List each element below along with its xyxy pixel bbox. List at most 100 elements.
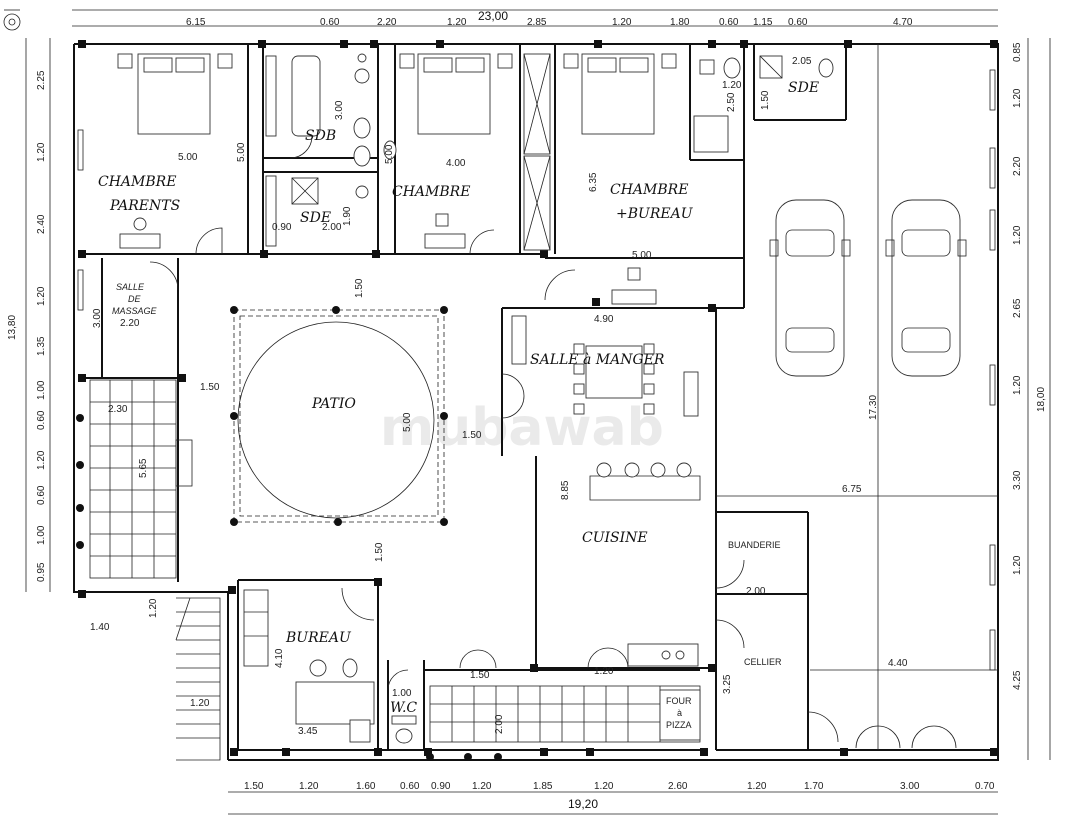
inner-dim: 5.65 [138, 458, 149, 478]
left-dim: 0.60 [36, 485, 47, 505]
bottom-dim: 1.85 [533, 781, 553, 792]
top-dim: 0.60 [788, 17, 808, 28]
top-dim: 1.80 [670, 17, 690, 28]
total-height-left: 13,80 [7, 315, 18, 340]
top-dim: 0.60 [719, 17, 739, 28]
right-dim: 1.20 [1012, 375, 1023, 395]
right-dim: 4.25 [1012, 670, 1023, 690]
room-label-chambre: CHAMBRE [392, 184, 470, 200]
inner-dim: 2.30 [108, 404, 128, 415]
inner-dim: 1.50 [470, 670, 490, 681]
room-label-bureau: BUREAU [285, 630, 352, 646]
watermark: mubawab [380, 398, 664, 458]
left-dim: 0.60 [36, 410, 47, 430]
room-label-sdb: SDB [305, 128, 336, 144]
bottom-dim: 1.70 [804, 781, 824, 792]
garage-lines [716, 44, 998, 750]
right-dim: 2.20 [1012, 156, 1023, 176]
inner-dim: 1.20 [722, 80, 742, 91]
right-dim: 1.20 [1012, 555, 1023, 575]
bed-chambre [399, 53, 513, 249]
outer-walls [73, 43, 999, 761]
bottom-dim: 0.70 [975, 781, 995, 792]
bottom-dim: 1.20 [594, 781, 614, 792]
inner-dim: 2.00 [322, 222, 342, 233]
room-label-patio: PATIO [311, 396, 356, 412]
top-dim: 1.15 [753, 17, 773, 28]
inner-dim: 4.10 [274, 648, 285, 668]
room-label-sde-right: SDE [788, 80, 819, 96]
inner-dim: 1.50 [760, 90, 771, 110]
inner-dim: 6.35 [588, 172, 599, 192]
top-dim: 0.60 [320, 17, 340, 28]
inner-dim: 2.00 [494, 714, 505, 734]
room-labels: CHAMBRE PARENTS SDB SDE CHAMBRE CHAMBRE … [98, 80, 819, 730]
inner-dim: 17.30 [868, 395, 879, 420]
room-label-buanderie: BUANDERIE [728, 540, 781, 550]
inner-dim: 0.90 [272, 222, 292, 233]
inner-dim: 6.75 [842, 484, 862, 495]
total-height-right: 18,00 [1036, 387, 1047, 412]
right-dim: 1.20 [1012, 88, 1023, 108]
inner-dim: 5.00 [632, 250, 652, 261]
tiled-corridor-left [89, 379, 193, 579]
room-label-salle-massage-3: MASSAGE [112, 306, 158, 316]
staircase [175, 597, 221, 761]
total-width-top: 23,00 [478, 9, 508, 23]
inner-dim: 4.90 [594, 314, 614, 325]
left-dim: 1.00 [36, 525, 47, 545]
inner-dim: 5.00 [236, 142, 247, 162]
north-compass-icon [3, 9, 21, 31]
structural-columns [76, 40, 998, 761]
inner-dim: 1.50 [374, 542, 385, 562]
right-dim: 3.30 [1012, 470, 1023, 490]
room-label-chambre-bureau-2: +BUREAU [616, 206, 694, 222]
room-label-chambre-parents: CHAMBRE [98, 174, 176, 190]
room-label-cellier: CELLIER [744, 657, 782, 667]
left-dim: 1.00 [36, 380, 47, 400]
bottom-dim: 1.20 [747, 781, 767, 792]
bottom-dim: 1.50 [244, 781, 264, 792]
inner-dim: 5.00 [178, 152, 198, 163]
room-label-sde-left: SDE [300, 210, 331, 226]
left-dim: 1.35 [36, 336, 47, 356]
inner-dim: 2.50 [726, 92, 737, 112]
inner-dim: 1.00 [392, 688, 412, 699]
room-label-chambre-parents-2: PARENTS [109, 198, 180, 214]
bottom-dim: 0.90 [431, 781, 451, 792]
inner-dim: 3.00 [334, 100, 345, 120]
room-label-salle-massage-2: DE [128, 294, 141, 304]
top-dim: 2.85 [527, 17, 547, 28]
bathroom-fixtures [265, 53, 834, 247]
top-dim: 2.20 [377, 17, 397, 28]
top-dim: 4.70 [893, 17, 913, 28]
inner-dim: 1.90 [342, 206, 353, 226]
inner-dim: 1.20 [148, 598, 159, 618]
right-dim: 0.85 [1012, 42, 1023, 62]
car-right [885, 199, 967, 377]
bottom-dim: 2.60 [668, 781, 688, 792]
bottom-dim: 3.00 [900, 781, 920, 792]
inner-dim: 3.00 [92, 308, 103, 328]
inner-dim: 3.25 [722, 674, 733, 694]
left-dim: 0.95 [36, 562, 47, 582]
total-width-bottom: 19,20 [568, 797, 598, 811]
inner-dim: 2.05 [792, 56, 812, 67]
inner-dim: 1.20 [190, 698, 210, 709]
inner-dim: 4.40 [888, 658, 908, 669]
right-dim: 1.20 [1012, 225, 1023, 245]
room-label-wc: W.C [390, 700, 417, 716]
room-label-cuisine: CUISINE [582, 530, 648, 546]
wardrobe [523, 53, 551, 251]
left-dim: 2.25 [36, 70, 47, 90]
bureau-furniture [243, 589, 375, 743]
bottom-dim: 1.20 [472, 781, 492, 792]
room-label-four: FOUR [666, 696, 692, 706]
wc-fixtures [391, 715, 417, 744]
inner-dim: 5.00 [402, 412, 413, 432]
bottom-dim: 1.20 [299, 781, 319, 792]
bottom-dimension-chain: 19,20 1.50 1.20 1.60 0.60 0.90 1.20 1.85… [228, 781, 998, 815]
interior-dimensions: 5.00 5.00 3.00 4.00 5.00 6.35 1.20 2.50 … [90, 56, 908, 737]
inner-dim: 1.50 [462, 430, 482, 441]
